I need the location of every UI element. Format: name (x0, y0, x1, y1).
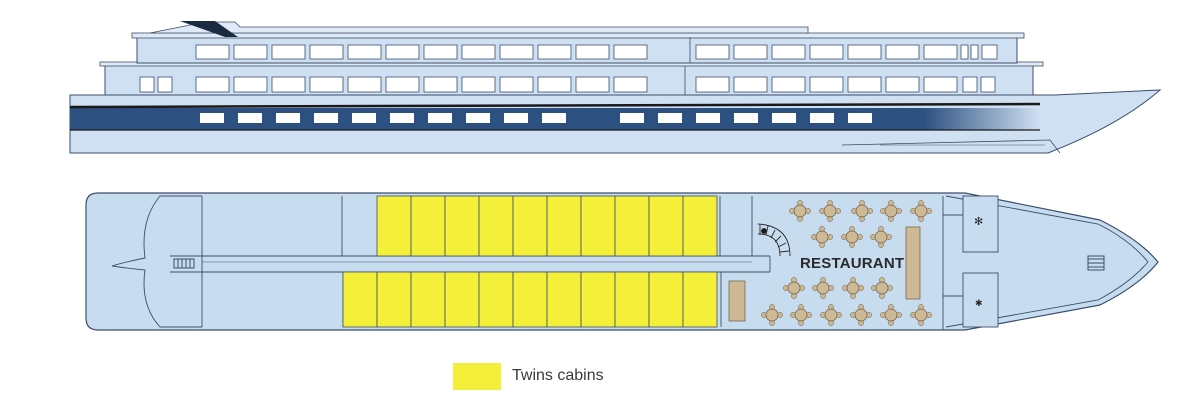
staircase-icon (757, 223, 791, 257)
legend: Twins cabins (453, 362, 604, 390)
legend-swatch (453, 362, 501, 390)
ship-side-profile (69, 21, 1162, 154)
ship-deck-plan-top-view: RESTAURANT ✻ ✱ (85, 192, 1159, 331)
lower-windows (139, 76, 996, 93)
round-table (850, 304, 872, 326)
restaurant-long-tables (728, 226, 921, 322)
round-table (820, 304, 842, 326)
round-table (811, 226, 833, 248)
round-table (790, 304, 812, 326)
round-table (761, 304, 783, 326)
round-table (910, 304, 932, 326)
twin-cabins-starboard (376, 195, 718, 257)
round-table (880, 200, 902, 222)
legend-label: Twins cabins (512, 367, 604, 384)
round-table (819, 200, 841, 222)
round-table (842, 277, 864, 299)
gangway-ladder-icon (1087, 255, 1105, 271)
restaurant-label: RESTAURANT (800, 255, 904, 272)
gangway-ladder-icon (173, 258, 195, 269)
round-table (851, 200, 873, 222)
twin-cabins-port (342, 271, 718, 328)
round-table (783, 277, 805, 299)
round-table (812, 277, 834, 299)
restaurant-tables (761, 200, 932, 326)
sun-deck (149, 21, 809, 34)
round-table (841, 226, 863, 248)
asterisk-icon: ✱ (975, 299, 983, 309)
round-table (789, 200, 811, 222)
hull-portholes (200, 113, 872, 123)
upper-windows (195, 44, 998, 60)
round-table (910, 200, 932, 222)
round-table (870, 226, 892, 248)
round-table (880, 304, 902, 326)
snowflake-icon: ✻ (974, 215, 983, 228)
round-table (871, 277, 893, 299)
